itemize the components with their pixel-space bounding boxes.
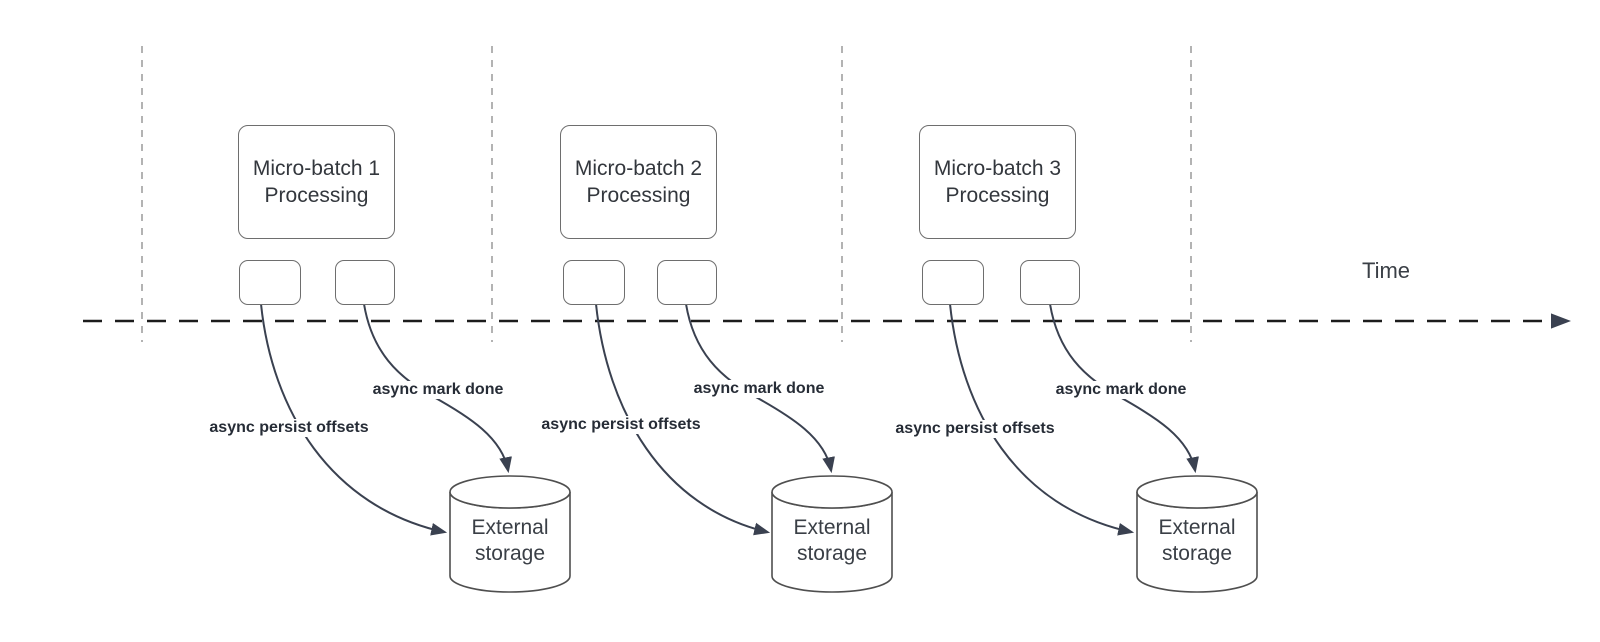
- micro-batch-2-title: Micro-batch 2 Processing: [575, 155, 702, 209]
- mark-done-label-2: async mark done: [690, 380, 828, 398]
- persist-offsets-label-3: async persist offsets: [892, 420, 1058, 438]
- storage-line-1: External: [793, 516, 871, 539]
- batch-1-task-box-left: [239, 260, 301, 305]
- batch-2-task-box-right: [657, 260, 717, 305]
- storage-line-2: storage: [474, 542, 546, 565]
- title-line-2: Processing: [586, 184, 691, 207]
- micro-batch-1-title: Micro-batch 1 Processing: [253, 155, 380, 209]
- storage-line-1: External: [471, 516, 549, 539]
- micro-batch-1-processing-box: Micro-batch 1 Processing: [238, 125, 395, 239]
- micro-batch-2-processing-box: Micro-batch 2 Processing: [560, 125, 717, 239]
- title-line-1: Micro-batch 1: [252, 157, 381, 180]
- title-line-2: Processing: [945, 184, 1050, 207]
- title-line-2: Processing: [264, 184, 369, 207]
- title-line-1: Micro-batch 2: [574, 157, 703, 180]
- external-storage-label-2: External storage: [793, 515, 870, 567]
- batch-3-task-box-right: [1020, 260, 1080, 305]
- persist-offsets-arrow-3: [949, 303, 1135, 536]
- batch-2-task-box-left: [563, 260, 625, 305]
- persist-offsets-label-1: async persist offsets: [206, 419, 372, 437]
- mark-done-label-3: async mark done: [1052, 381, 1190, 399]
- storage-line-2: storage: [1161, 542, 1233, 565]
- micro-batch-3-title: Micro-batch 3 Processing: [934, 155, 1061, 209]
- storage-line-1: External: [1158, 516, 1236, 539]
- title-line-1: Micro-batch 3: [933, 157, 1062, 180]
- batch-3-task-box-left: [922, 260, 984, 305]
- external-storage-cylinder-1: [449, 475, 571, 593]
- mark-done-label-1: async mark done: [369, 381, 507, 399]
- persist-offsets-label-2: async persist offsets: [538, 416, 704, 434]
- time-axis-label: Time: [1361, 258, 1411, 283]
- persist-offsets-arrow-1: [260, 303, 448, 536]
- external-storage-label-3: External storage: [1158, 515, 1235, 567]
- external-storage-cylinder-2: [771, 475, 893, 593]
- external-storage-cylinder-3: [1136, 475, 1258, 593]
- micro-batch-3-processing-box: Micro-batch 3 Processing: [919, 125, 1076, 239]
- external-storage-label-1: External storage: [471, 515, 548, 567]
- batch-1-task-box-right: [335, 260, 395, 305]
- storage-line-2: storage: [796, 542, 868, 565]
- persist-offsets-arrow-2: [595, 303, 771, 536]
